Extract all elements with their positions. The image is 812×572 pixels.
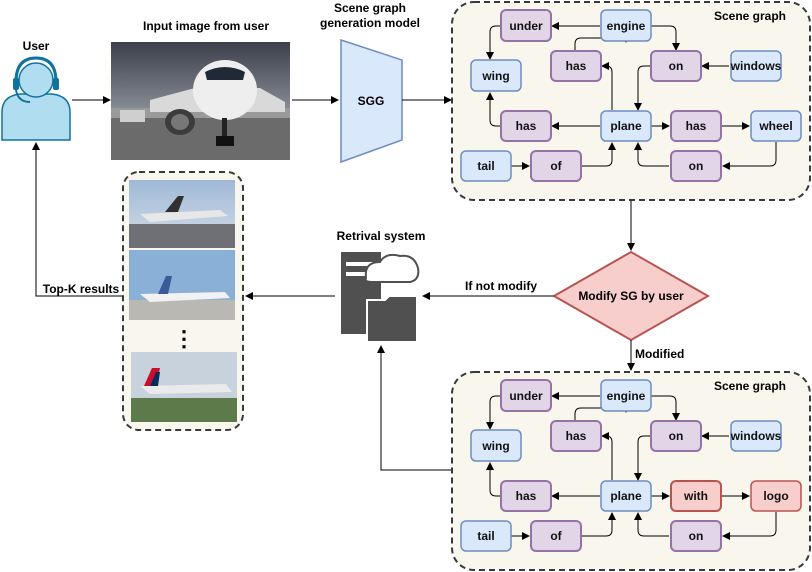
input-image-label: Input image from user (143, 19, 269, 33)
modified-label: Modified (635, 347, 684, 361)
sg1-node-plane: plane (610, 119, 642, 133)
sg2-node-on1: on (669, 429, 684, 443)
sg2-node-has1: has (566, 429, 587, 443)
sg2-node-windows: windows (730, 429, 782, 443)
sg1-node-engine: engine (607, 19, 646, 33)
sg1-node-tail: tail (477, 159, 494, 173)
scene-graph-bottom: Scene graph under engine wing (451, 371, 811, 571)
sg1-node-wing: wing (481, 69, 509, 83)
sg2-node-wing: wing (481, 439, 509, 453)
retrieval-system-icon (341, 252, 420, 343)
scene-graph-bottom-title: Scene graph (714, 379, 786, 393)
results-ellipsis: ⋮ (173, 326, 195, 351)
if-not-modify-label: If not modify (465, 279, 537, 293)
sg1-node-has1: has (566, 59, 587, 73)
sg1-node-has3: has (686, 119, 707, 133)
user-label: User (23, 39, 50, 53)
sg2-node-on2: on (689, 529, 704, 543)
sgg-title-line1: Scene graph (334, 1, 406, 15)
retrieval-system-label: Retrival system (337, 229, 426, 243)
sgg-model-shape (340, 38, 403, 164)
sg1-node-on2: on (689, 159, 704, 173)
sgg-label: SGG (358, 94, 385, 108)
sg2-node-engine: engine (607, 389, 646, 403)
sg2-node-tail: tail (477, 529, 494, 543)
sg1-node-of: of (550, 159, 562, 173)
sgg-title-line2: generation model (320, 16, 420, 30)
scene-graph-top-title: Scene graph (714, 9, 786, 23)
user-icon (1, 56, 71, 141)
result-photo-2 (129, 250, 235, 320)
sg1-node-under: under (509, 19, 543, 33)
sg1-node-has2: has (516, 119, 537, 133)
result-photo-3 (131, 352, 237, 422)
sg1-node-windows: windows (730, 59, 782, 73)
input-airplane-photo (111, 42, 290, 160)
sg2-node-with: with (683, 489, 708, 503)
scene-graph-top: Scene graph under engine wing (451, 1, 811, 201)
sg2-node-of: of (550, 529, 562, 543)
sg1-node-on1: on (669, 59, 684, 73)
sg2-node-has2: has (516, 489, 537, 503)
sg1-node-wheel: wheel (758, 119, 792, 133)
modify-sg-label: Modify SG by user (578, 289, 684, 303)
sg2-node-plane: plane (610, 489, 642, 503)
top-k-label: Top-K results (43, 282, 120, 296)
result-photo-1 (129, 180, 235, 248)
sg2-node-logo: logo (763, 489, 788, 503)
sg2-node-under: under (509, 389, 543, 403)
